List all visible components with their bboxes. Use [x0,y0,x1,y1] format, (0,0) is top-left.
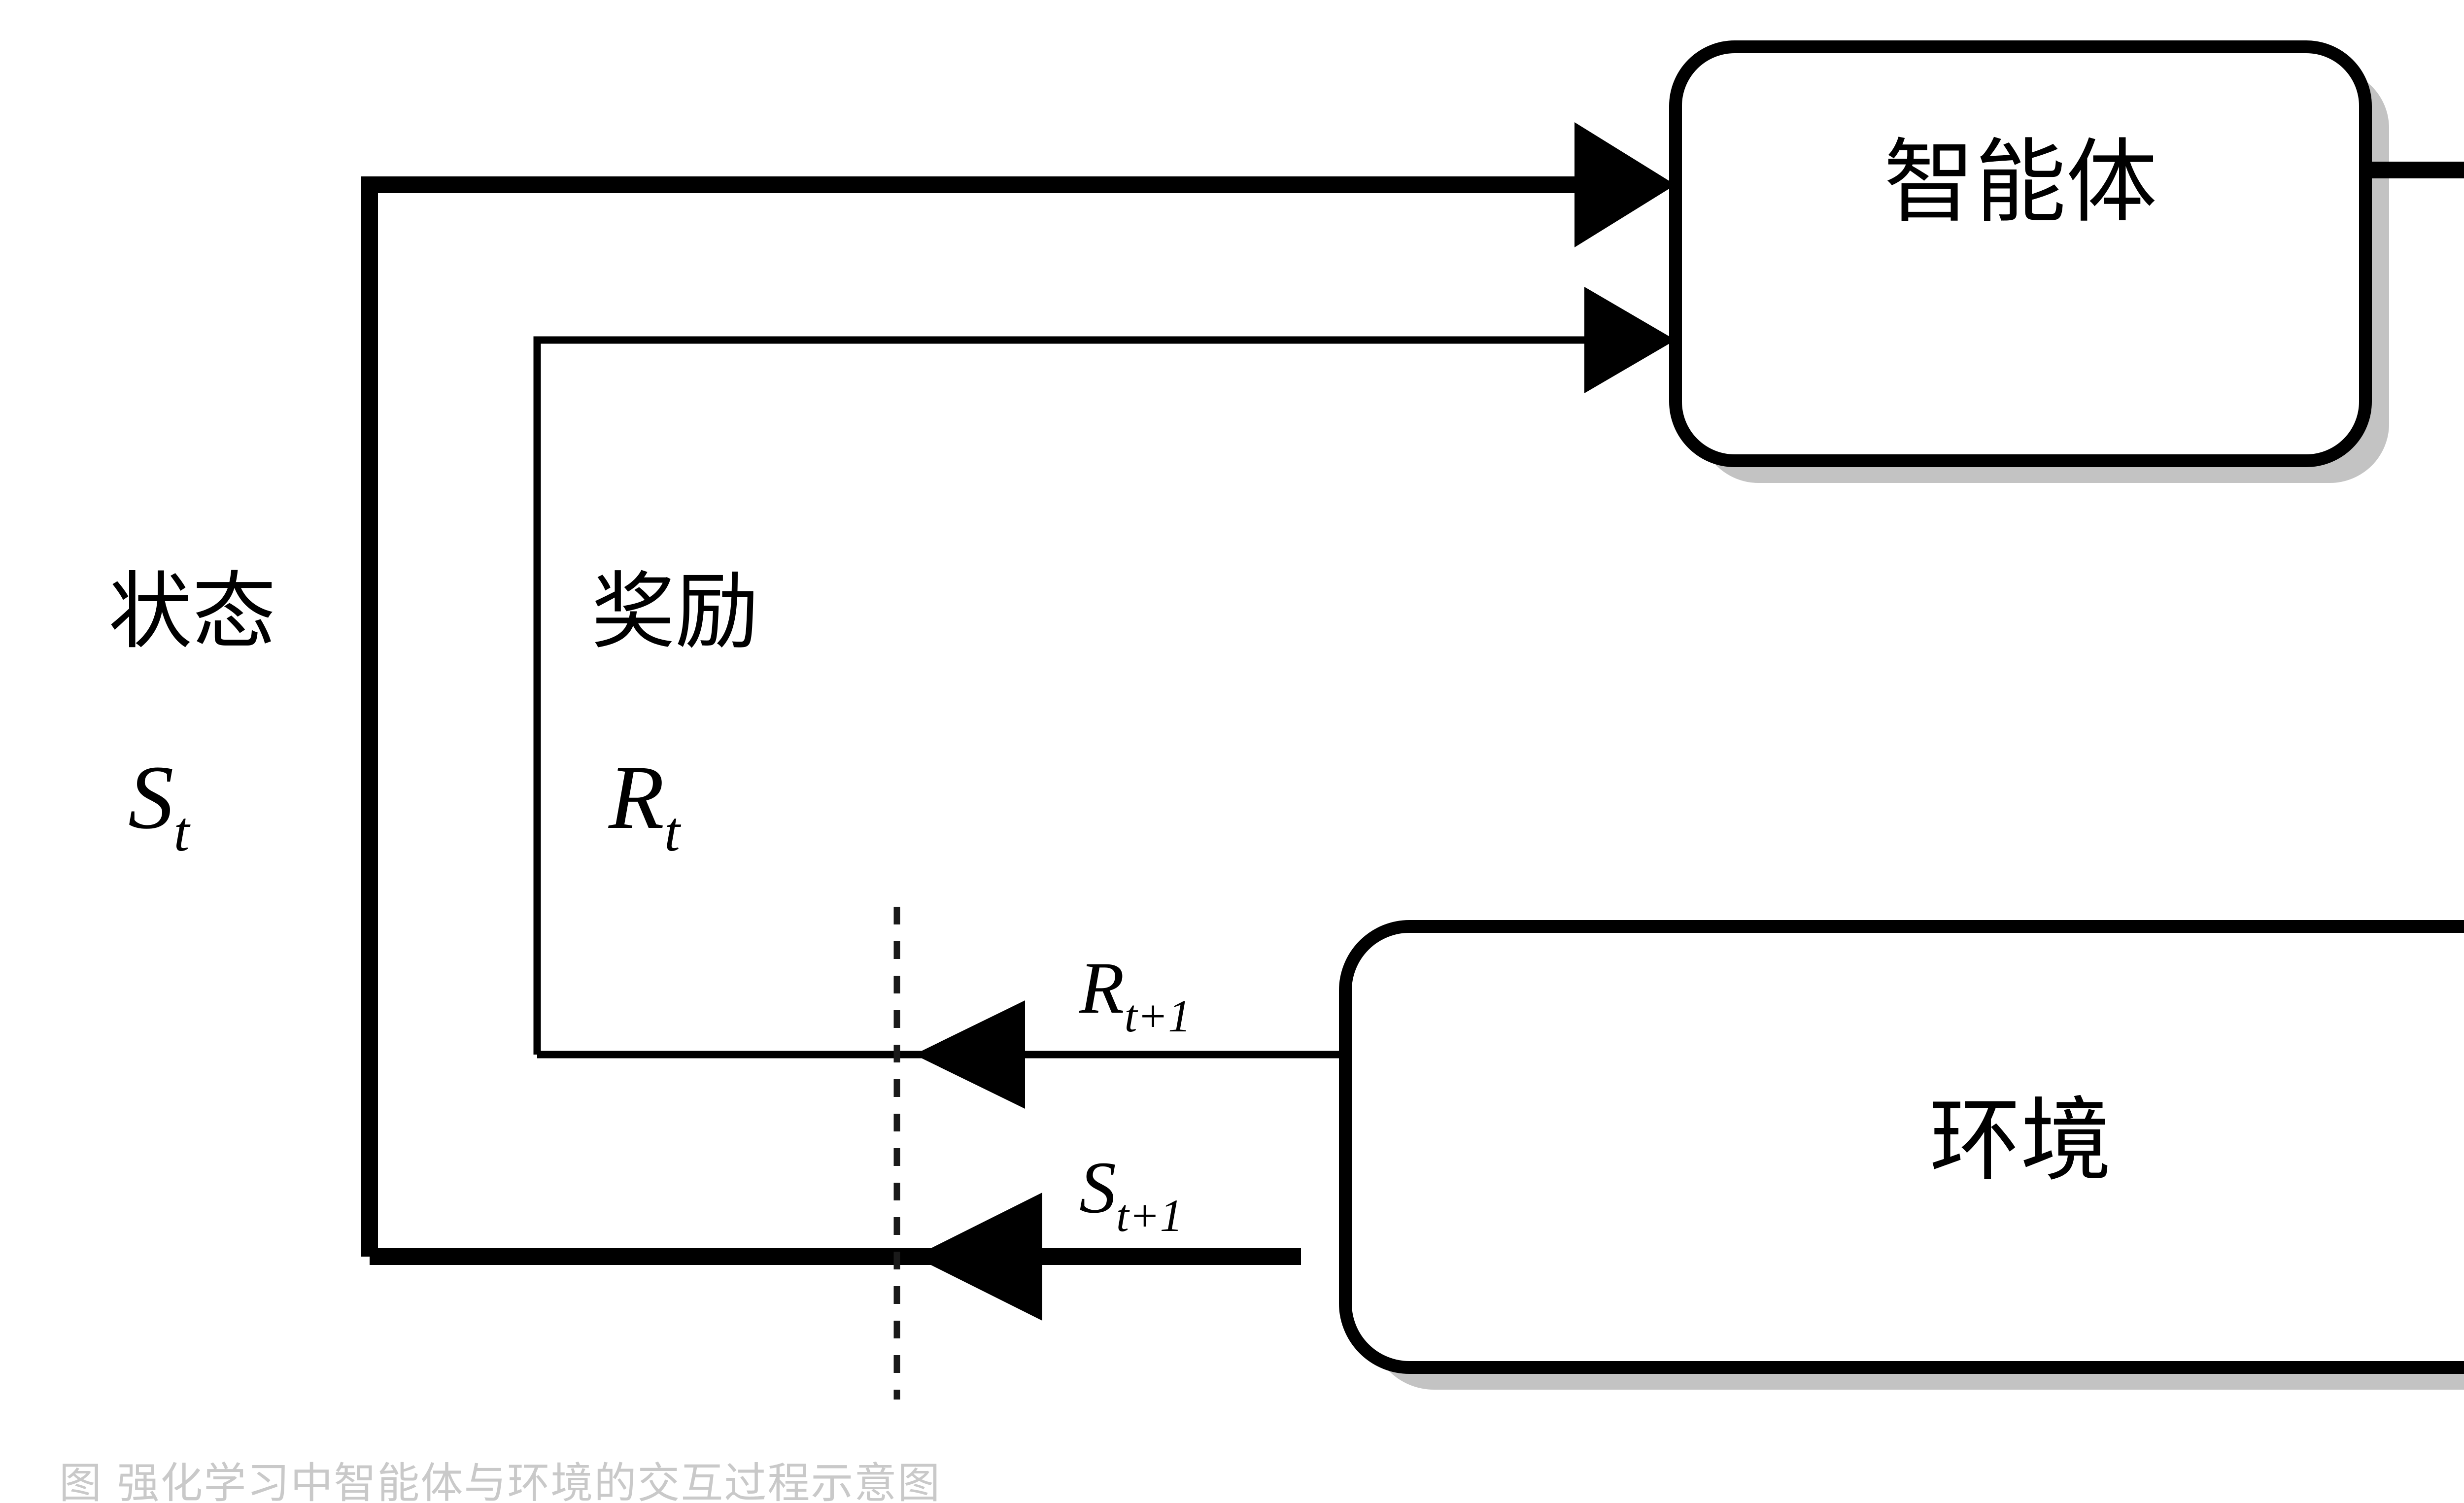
state-next-symbol: S [1079,1147,1116,1229]
reward-next-subscript: t+1 [1125,991,1191,1042]
state-arrowhead-icon [1574,122,1676,247]
state-subscript: t [174,800,191,863]
reward-arrowhead-icon [1584,287,1676,393]
environment-box[interactable] [1339,920,2464,1374]
reward-symbol-label: Rt [608,747,682,863]
reward-next-arrowhead-icon [914,1000,1025,1109]
state-next-label: St+1 [1079,1147,1183,1241]
state-next-subscript: t+1 [1116,1191,1183,1241]
reward-label-group: 奖励 Rt [591,563,759,863]
state-symbol-label: St [128,747,191,863]
reward-symbol: R [608,747,664,848]
state-label-group: 状态 St [108,563,276,863]
environment-label: 环境 [1929,1087,2112,1194]
state-next-arrowhead-icon [914,1193,1042,1321]
reward-name-label: 奖励 [591,563,759,661]
agent-box[interactable] [1669,40,2372,467]
state-symbol: S [128,747,174,848]
reward-next-symbol: R [1079,947,1125,1029]
agent-label: 智能体 [1884,129,2157,235]
reward-next-label: Rt+1 [1079,947,1191,1042]
agent-node[interactable]: 智能体 [1669,40,2372,467]
reward-subscript: t [664,800,682,863]
reward-edge [533,287,1676,1109]
figure-caption: 图 强化学习中智能体与环境的交互过程示意图 [59,1459,941,1503]
environment-node[interactable]: 环境 [1339,920,2464,1374]
state-edge [361,122,1676,1321]
state-name-label: 状态 [108,563,276,661]
